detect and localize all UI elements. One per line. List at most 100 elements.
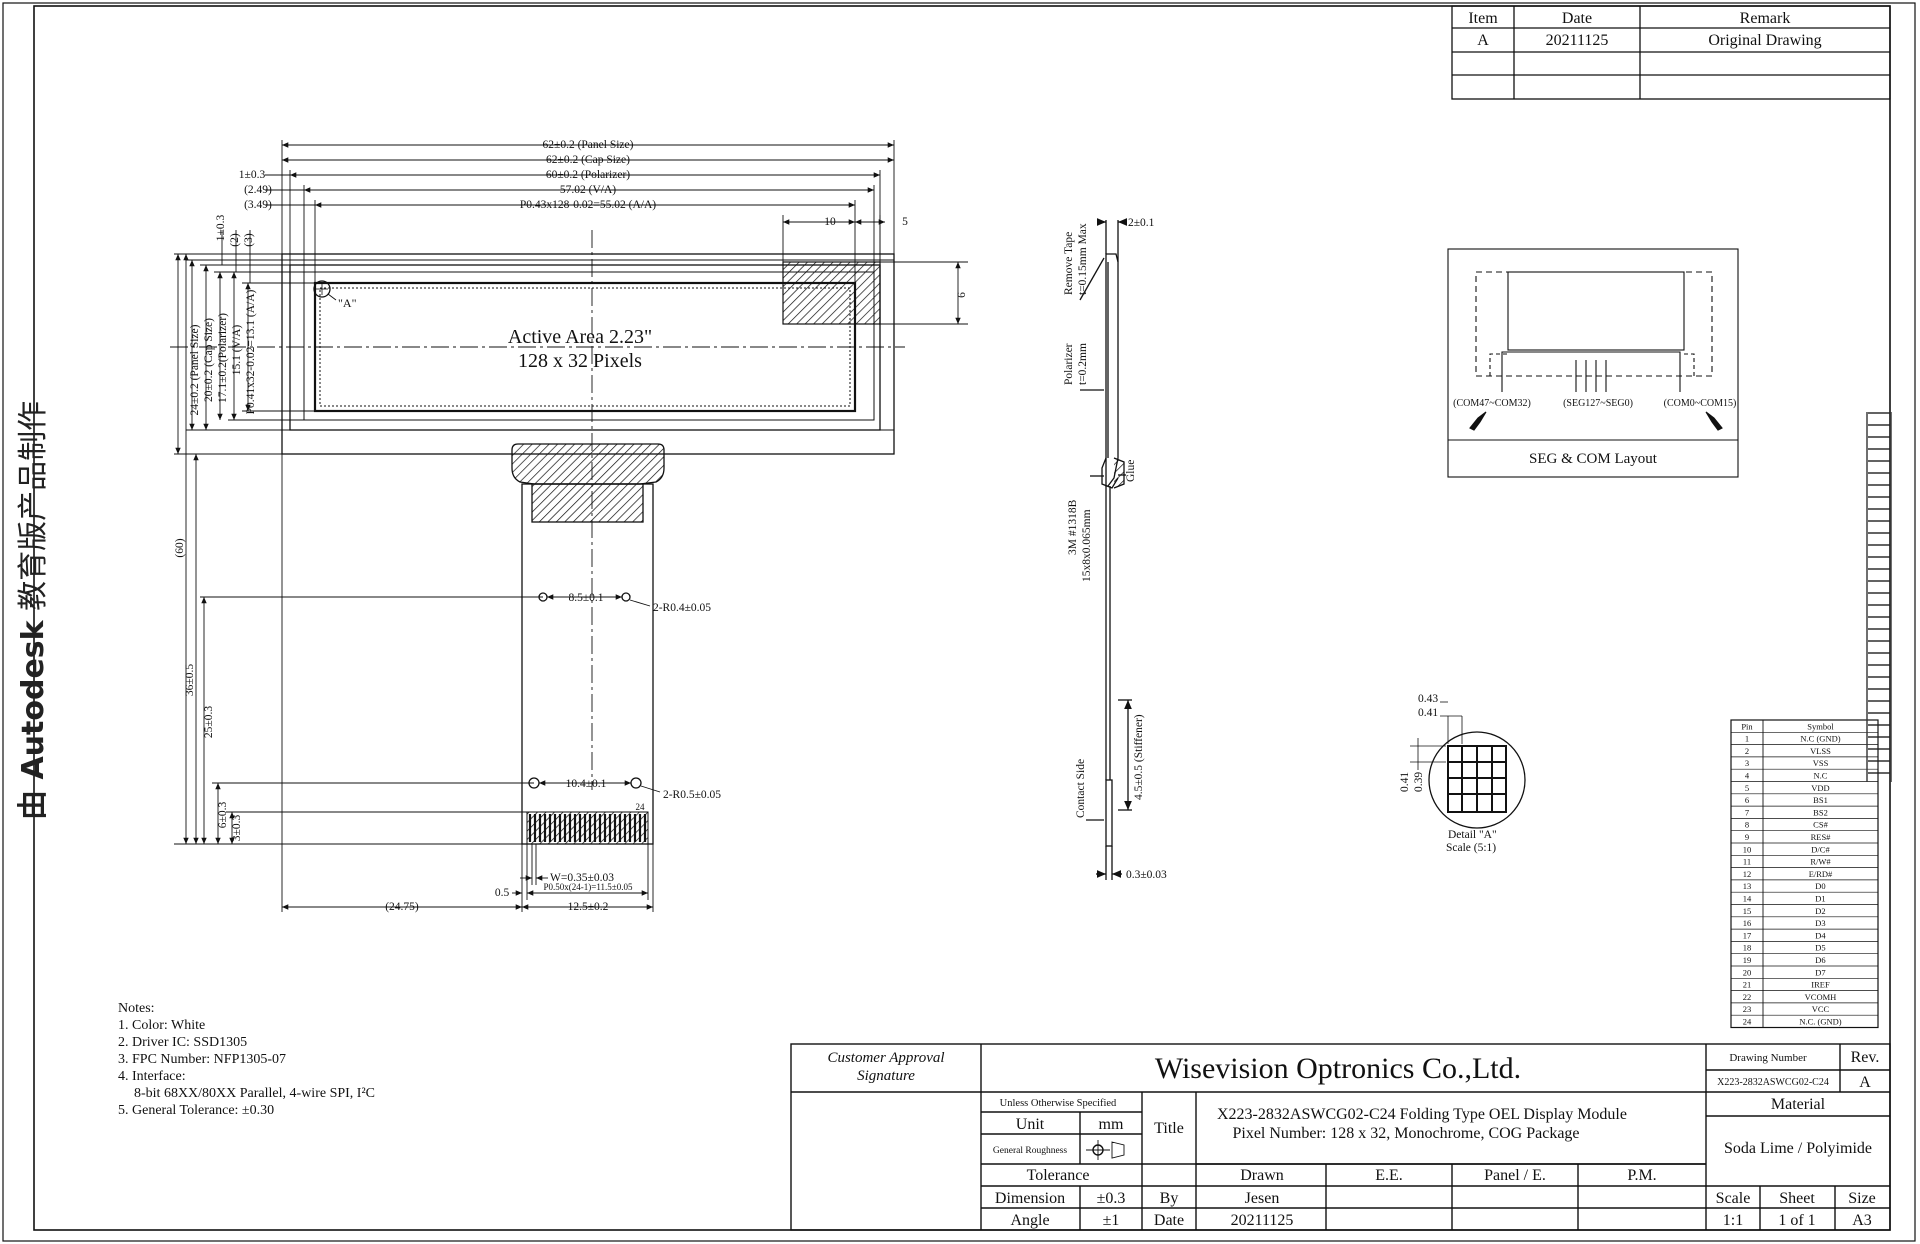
pin-symbol: D6 <box>1815 955 1825 965</box>
drawing-number-label: Drawing Number <box>1729 1052 1807 1064</box>
side-stiffener: 4.5±0.5 (Stiffener) <box>1133 714 1145 800</box>
dim-cap-size: 62±0.2 (Cap Size) <box>546 154 630 166</box>
fpc-neck <box>531 483 644 523</box>
side-top-thickness: 2±0.1 <box>1128 217 1155 229</box>
note-4: 4. Interface: <box>118 1069 186 1084</box>
fpc-pitch: P0.50x(24-1)=11.5±0.05 <box>544 882 633 892</box>
fpc-cable <box>511 443 665 845</box>
title-line-1: X223-2832ASWCG02-C24 Folding Type OEL Di… <box>1217 1106 1627 1123</box>
customer-signature: Signature <box>857 1068 915 1084</box>
pin-number: 1 <box>1745 734 1749 744</box>
detail-a-marker <box>313 280 331 298</box>
notes-title: Notes: <box>118 1001 155 1016</box>
pin-number: 11 <box>1743 857 1751 867</box>
vdim-1: 1±0.3 <box>215 215 227 242</box>
pin-symbol: D2 <box>1815 906 1825 916</box>
fpc-total-width: 12.5±0.2 <box>568 901 609 913</box>
dim-tab-5: 5 <box>902 216 908 228</box>
pin-symbol: D/C# <box>1811 844 1830 854</box>
seg-com-mid: (SEG127~SEG0) <box>1563 398 1633 409</box>
pin-number: 10 <box>1743 844 1752 854</box>
dimension-label: Dimension <box>995 1190 1065 1207</box>
dimension-value: ±0.3 <box>1097 1190 1126 1207</box>
side-view <box>1079 218 1132 880</box>
scale-value: 1:1 <box>1723 1212 1743 1229</box>
fpc-contacts <box>526 811 649 845</box>
date-label: Date <box>1154 1212 1184 1229</box>
pin-table-header-pin: Pin <box>1741 721 1753 731</box>
pin-symbol: VCOMH <box>1805 992 1837 1002</box>
pin-number: 24 <box>1743 1017 1752 1027</box>
fpc-body <box>521 483 654 845</box>
detail-a <box>1410 701 1526 829</box>
pin-symbol: E/RD# <box>1809 869 1833 879</box>
vdim-total: (60) <box>174 538 186 557</box>
dim-va: 57.02 (V/A) <box>560 184 616 196</box>
side-bottom-thickness: 0.3±0.03 <box>1126 869 1167 881</box>
fpc-contact-fingers <box>528 814 647 842</box>
pin-symbol: N.C. (GND) <box>1799 1017 1841 1027</box>
seg-com-layout <box>1447 248 1739 478</box>
panel-e-label: Panel / E. <box>1484 1167 1546 1184</box>
detail-a-v041: 0.41 <box>1399 772 1411 792</box>
pin-number: 15 <box>1743 906 1752 916</box>
note-1: 1. Color: White <box>118 1018 206 1033</box>
pin-number: 23 <box>1743 1004 1752 1014</box>
pin-number: 2 <box>1745 746 1749 756</box>
unit-label: Unit <box>1016 1116 1045 1133</box>
drawn-label: Drawn <box>1240 1167 1284 1184</box>
fpc-pin-24: 24 <box>636 802 646 812</box>
pin-symbol: N.C <box>1814 771 1828 781</box>
side-remove-tape-t: t=0.15mm Max <box>1077 223 1089 295</box>
note-3: 3. FPC Number: NFP1305-07 <box>118 1052 287 1067</box>
pin-symbol: VDD <box>1811 783 1829 793</box>
seg-com-left: (COM47~COM32) <box>1453 398 1531 409</box>
side-contact-side: Contact Side <box>1075 759 1087 818</box>
vdim-2: (2) <box>229 233 241 247</box>
detail-a-label: "A" <box>338 296 357 310</box>
title-label: Title <box>1154 1120 1184 1137</box>
watermark-text: 教育版产品制作 <box>16 400 51 621</box>
vdim-pol: 17.1±0.2(Polarizer) <box>217 313 229 403</box>
pin-symbol: D0 <box>1815 881 1825 891</box>
title-line-2: Pixel Number: 128 x 32, Monochrome, COG … <box>1232 1125 1579 1142</box>
rev-label: Rev. <box>1851 1049 1880 1066</box>
pin-symbol: VCC <box>1812 1004 1830 1014</box>
side-glue: Glue <box>1125 460 1137 482</box>
angle-value: ±1 <box>1103 1212 1120 1229</box>
fpc-hole-radius-1: 2-R0.4±0.05 <box>653 602 711 614</box>
detail-a-caption: Detail "A" <box>1448 829 1497 841</box>
seg-com-caption: SEG & COM Layout <box>1529 451 1658 467</box>
watermark-brand: 由 Autodesk <box>16 620 51 820</box>
side-polarizer-t: t=0.2mm <box>1077 343 1089 385</box>
vdim-25: 25±0.3 <box>203 706 215 738</box>
vdim-3mm: 3±0.3 <box>231 815 243 842</box>
pin-symbol: R/W# <box>1810 857 1831 867</box>
roughness-label: General Roughness <box>993 1146 1067 1156</box>
pin-number: 9 <box>1745 832 1749 842</box>
rev-header-item: Item <box>1468 10 1498 27</box>
pin-table-header-symbol: Symbol <box>1807 721 1834 731</box>
watermark-left: 由 Autodesk 教育版产品制作 <box>8 401 52 820</box>
pin-symbol: VSS <box>1813 758 1829 768</box>
pin-number: 4 <box>1745 771 1750 781</box>
material-value: Soda Lime / Polyimide <box>1724 1140 1872 1157</box>
pin-symbol: RES# <box>1811 832 1832 842</box>
side-remove-tape: Remove Tape <box>1063 232 1075 295</box>
fpc-offset: (24.75) <box>385 901 419 913</box>
pin-number: 3 <box>1745 758 1749 768</box>
pin-number: 12 <box>1743 869 1752 879</box>
dim-panel-size: 62±0.2 (Panel Size) <box>543 139 634 151</box>
rev-row-date: 20211125 <box>1546 32 1609 49</box>
fpc-hole-spacing-2: 10.4±0.1 <box>566 778 607 790</box>
fpc-hole-radius-2: 2-R0.5±0.05 <box>663 789 721 801</box>
pin-symbol: N.C (GND) <box>1800 734 1840 744</box>
pin-number: 17 <box>1743 930 1752 940</box>
rev-value: A <box>1859 1074 1871 1091</box>
detail-a-043: 0.43 <box>1418 693 1438 705</box>
dim-polarizer: 60±0.2 (Polarizer) <box>546 169 630 181</box>
pin-symbol: CS# <box>1813 820 1828 830</box>
